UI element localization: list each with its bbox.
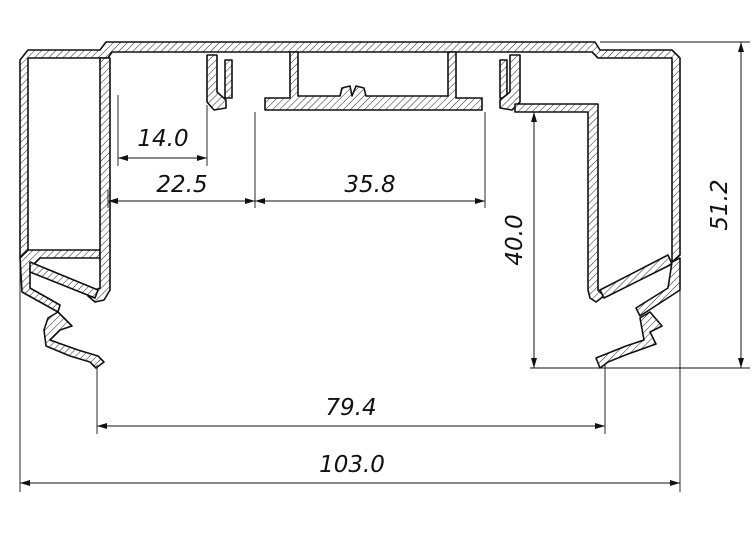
extension-lines bbox=[19, 41, 750, 492]
dim-total-height: 51.2 bbox=[707, 179, 733, 230]
profile-section bbox=[19, 41, 681, 369]
dimension-labels: 14.0 22.5 35.8 40.0 51.2 79.4 103.0 bbox=[137, 126, 733, 478]
dim-opening-width: 79.4 bbox=[325, 395, 376, 421]
dim-inner-height: 40.0 bbox=[502, 214, 528, 265]
dim-left-offset: 22.5 bbox=[156, 172, 207, 198]
dim-total-width: 103.0 bbox=[319, 452, 385, 478]
dim-center-channel-width: 35.8 bbox=[344, 172, 395, 198]
dim-inner-slot-width: 14.0 bbox=[137, 126, 188, 152]
dimension-lines bbox=[20, 42, 744, 486]
